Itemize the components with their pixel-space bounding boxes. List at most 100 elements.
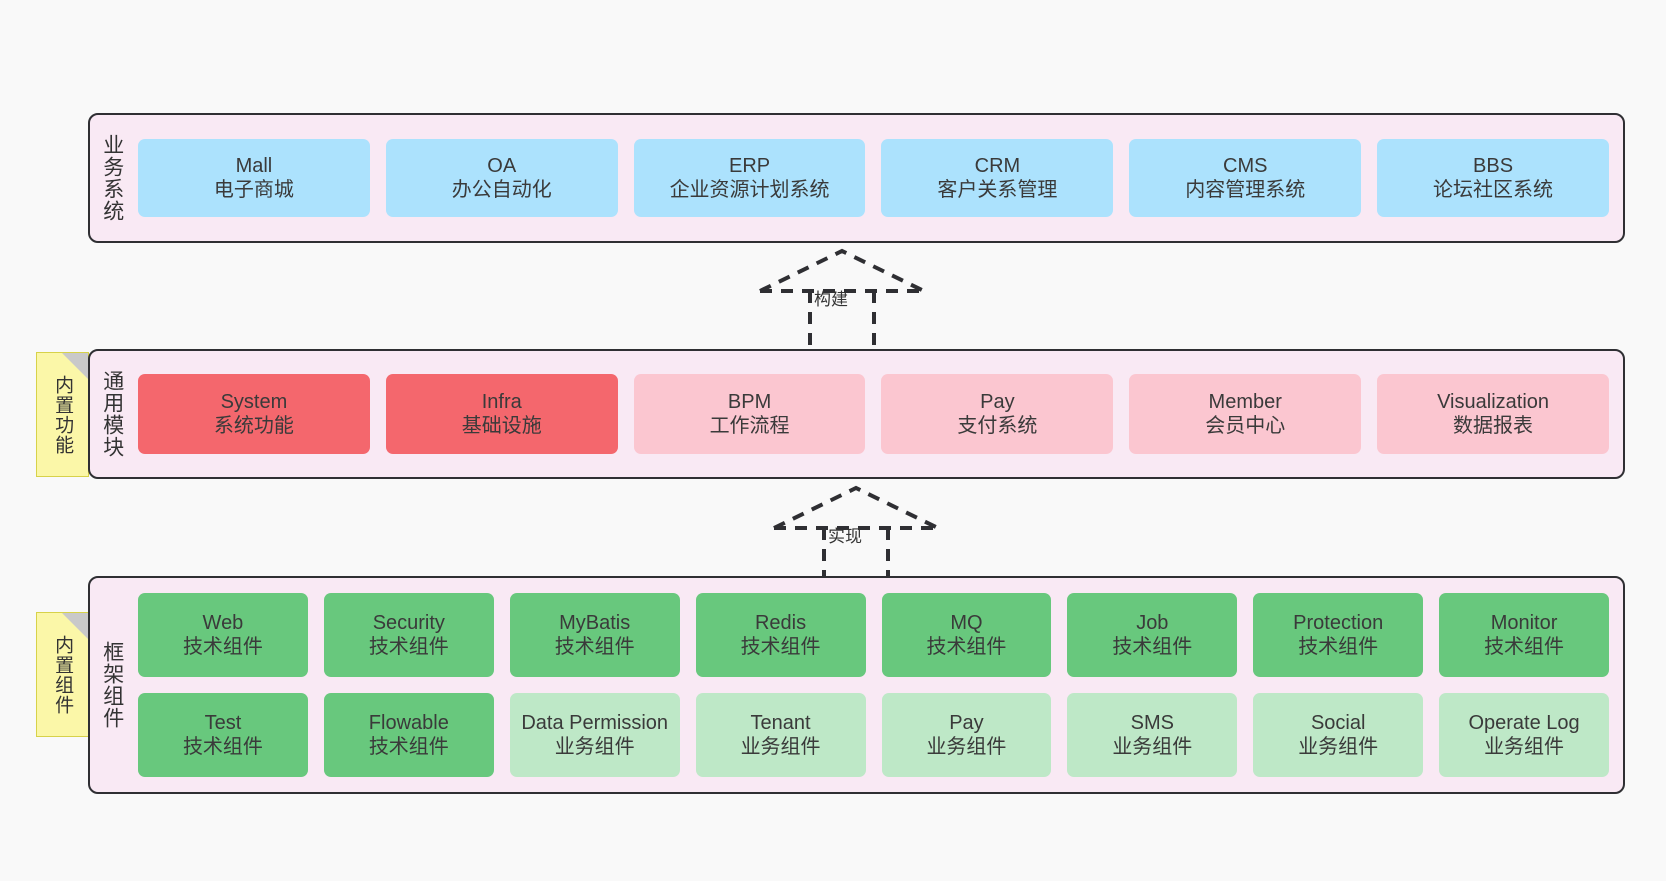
node-subtitle: 技术组件 (1112, 636, 1193, 658)
arrowhead-up-icon (759, 248, 925, 293)
node-tenant[interactable]: Tenant 业务组件 (695, 693, 866, 777)
node-subtitle: 会员中心 (1205, 415, 1286, 437)
node-row: Mall 电子商城 OA 办公自动化 ERP 企业资源计划系统 CRM 客户关系… (138, 139, 1609, 217)
node-title: Infra (481, 390, 522, 413)
node-subtitle: 系统功能 (213, 415, 294, 437)
node-operate-log[interactable]: Operate Log 业务组件 (1439, 693, 1609, 777)
node-sms[interactable]: SMS 业务组件 (1067, 693, 1238, 777)
node-title: MQ (950, 611, 983, 634)
node-subtitle: 技术组件 (554, 636, 635, 658)
node-row: System 系统功能 Infra 基础设施 BPM 工作流程 Pay 支付系统… (138, 374, 1609, 454)
arrowhead-up-icon (773, 485, 939, 530)
node-security[interactable]: Security 技术组件 (323, 593, 494, 677)
node-title: SMS (1130, 711, 1174, 734)
node-job[interactable]: Job 技术组件 (1067, 593, 1238, 677)
layer-title-business-system: 业务系统 (100, 134, 124, 222)
layer-business-system: 业务系统 Mall 电子商城 OA 办公自动化 ERP 企业资源计划系统 CRM… (88, 113, 1625, 243)
node-subtitle: 企业资源计划系统 (669, 179, 830, 201)
node-subtitle: 技术组件 (926, 636, 1007, 658)
layer-body-framework-components: Web 技术组件 Security 技术组件 MyBatis 技术组件 Redi… (134, 578, 1623, 792)
node-system[interactable]: System 系统功能 (138, 374, 370, 454)
node-bpm[interactable]: BPM 工作流程 (633, 374, 866, 454)
node-pay[interactable]: Pay 支付系统 (881, 374, 1114, 454)
node-subtitle: 技术组件 (368, 736, 449, 758)
node-subtitle: 办公自动化 (451, 179, 552, 201)
node-title: Member (1208, 390, 1282, 413)
node-protection[interactable]: Protection 技术组件 (1253, 593, 1424, 677)
node-bbs[interactable]: BBS 论坛社区系统 (1377, 139, 1609, 217)
node-subtitle: 客户关系管理 (937, 179, 1058, 201)
node-infra[interactable]: Infra 基础设施 (385, 374, 618, 454)
node-subtitle: 技术组件 (740, 636, 821, 658)
node-subtitle: 技术组件 (1298, 636, 1379, 658)
node-subtitle: 技术组件 (182, 736, 263, 758)
node-visualization[interactable]: Visualization 数据报表 (1377, 374, 1609, 454)
node-title: CRM (974, 154, 1021, 177)
node-member[interactable]: Member 会员中心 (1129, 374, 1362, 454)
layer-body-business-system: Mall 电子商城 OA 办公自动化 ERP 企业资源计划系统 CRM 客户关系… (134, 115, 1623, 241)
node-flowable[interactable]: Flowable 技术组件 (323, 693, 494, 777)
node-title: Monitor (1490, 611, 1558, 634)
layer-framework-components: 框架组件 Web 技术组件 Security 技术组件 MyBatis 技术组件… (88, 576, 1625, 794)
layer-title-common-modules: 通用模块 (100, 370, 124, 458)
node-monitor[interactable]: Monitor 技术组件 (1439, 593, 1609, 677)
node-title: Tenant (750, 711, 811, 734)
node-title: ERP (729, 154, 771, 177)
page-fold-icon (62, 613, 88, 639)
node-row: Test 技术组件 Flowable 技术组件 Data Permission … (138, 693, 1609, 777)
node-data-permission[interactable]: Data Permission 业务组件 (509, 693, 680, 777)
node-pay-business[interactable]: Pay 业务组件 (881, 693, 1052, 777)
node-title: Operate Log (1468, 711, 1580, 734)
node-title: MyBatis (559, 611, 631, 634)
node-subtitle: 数据报表 (1453, 415, 1534, 437)
node-erp[interactable]: ERP 企业资源计划系统 (633, 139, 866, 217)
node-subtitle: 技术组件 (1484, 636, 1565, 658)
node-title: Pay (980, 390, 1015, 413)
node-crm[interactable]: CRM 客户关系管理 (881, 139, 1114, 217)
node-title: Social (1310, 711, 1366, 734)
node-title: Job (1136, 611, 1169, 634)
node-subtitle: 业务组件 (740, 736, 821, 758)
node-mall[interactable]: Mall 电子商城 (138, 139, 370, 217)
sticky-note-label: 内置组件 (52, 634, 74, 715)
node-title: Mall (235, 154, 273, 177)
node-subtitle: 业务组件 (554, 736, 635, 758)
sticky-note-builtin-components: 内置组件 (36, 612, 89, 737)
layer-body-common-modules: System 系统功能 Infra 基础设施 BPM 工作流程 Pay 支付系统… (134, 351, 1623, 477)
node-test[interactable]: Test 技术组件 (138, 693, 308, 777)
node-subtitle: 内容管理系统 (1185, 179, 1306, 201)
node-title: Protection (1293, 611, 1384, 634)
sticky-note-builtin-features: 内置功能 (36, 352, 89, 477)
node-subtitle: 工作流程 (709, 415, 790, 437)
node-title: Visualization (1437, 390, 1550, 413)
node-title: CMS (1223, 154, 1268, 177)
connector-label-build: 构建 (814, 290, 848, 309)
node-mq[interactable]: MQ 技术组件 (881, 593, 1052, 677)
node-social[interactable]: Social 业务组件 (1253, 693, 1424, 777)
sticky-note-label: 内置功能 (52, 374, 74, 455)
node-title: Test (204, 711, 242, 734)
node-web[interactable]: Web 技术组件 (138, 593, 308, 677)
node-subtitle: 业务组件 (926, 736, 1007, 758)
node-subtitle: 技术组件 (182, 636, 263, 658)
node-title: BPM (727, 390, 772, 413)
node-oa[interactable]: OA 办公自动化 (385, 139, 618, 217)
connector-label-implement: 实现 (828, 527, 862, 546)
node-subtitle: 支付系统 (957, 415, 1038, 437)
node-mybatis[interactable]: MyBatis 技术组件 (509, 593, 680, 677)
node-cms[interactable]: CMS 内容管理系统 (1129, 139, 1362, 217)
node-subtitle: 技术组件 (368, 636, 449, 658)
node-title: Web (202, 611, 244, 634)
layer-title-framework-components: 框架组件 (100, 641, 124, 729)
node-title: BBS (1473, 154, 1514, 177)
node-subtitle: 业务组件 (1484, 736, 1565, 758)
node-title: OA (487, 154, 517, 177)
connector-build: 构建 (752, 243, 932, 349)
connector-implement: 实现 (766, 480, 946, 586)
node-title: Flowable (368, 711, 449, 734)
node-redis[interactable]: Redis 技术组件 (695, 593, 866, 677)
node-title: Data Permission (521, 711, 669, 734)
page-fold-icon (62, 353, 88, 379)
node-title: Security (372, 611, 445, 634)
